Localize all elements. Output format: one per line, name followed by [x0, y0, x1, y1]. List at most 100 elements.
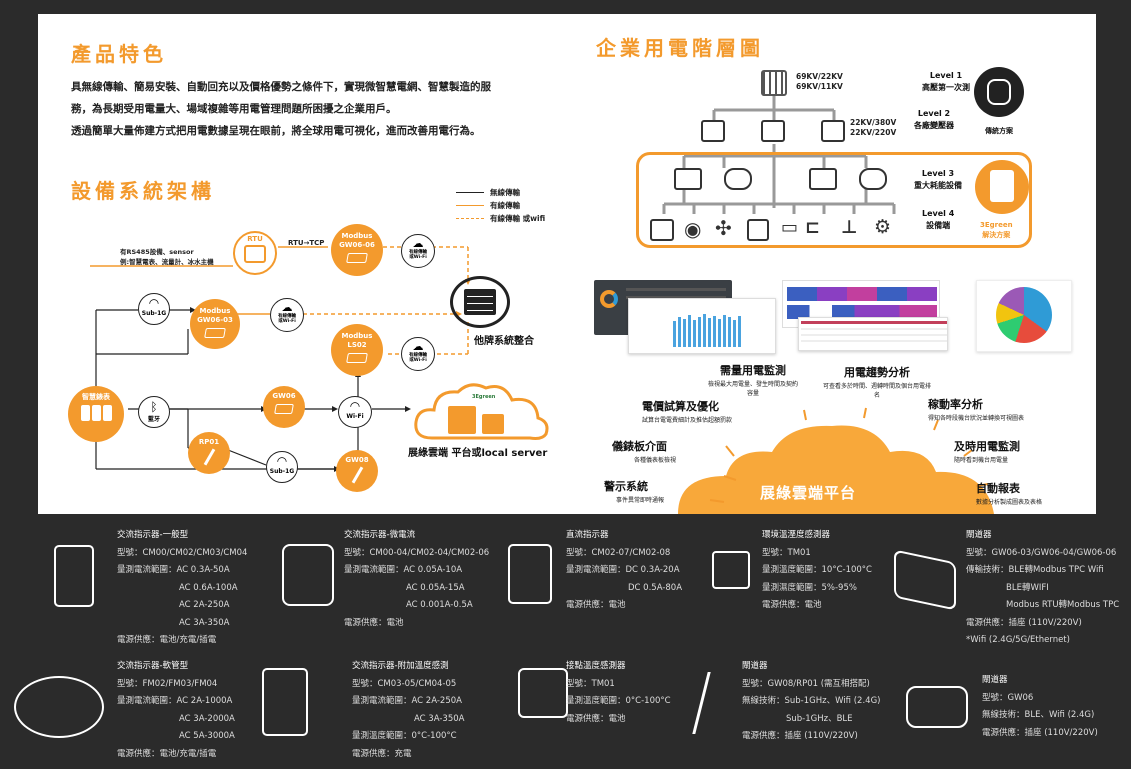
wifi-icon: ◠: [349, 399, 361, 413]
3egreen-sensor-icon: [975, 160, 1029, 214]
modbus-gw06-03-node: Modbus GW06-03: [190, 299, 240, 349]
spec-ac-flex: 交流指示器-軟管型 型號：FM02/FM03/FM04 量測電流範圍：AC 2A…: [117, 661, 235, 759]
gateway-icon: [894, 549, 956, 611]
building-icon: [482, 414, 504, 434]
rtu-node: RTU: [233, 231, 277, 275]
motor-icon: [650, 219, 674, 241]
gateway-device-icon: [346, 353, 368, 363]
feature-dashboard: 儀錶板介面 各種儀表板檢視: [612, 440, 677, 464]
transformer-icon: [821, 120, 845, 142]
features-text: 具無線傳輸、簡易安裝、自動回充以及價格優勢之條件下，實現微智慧電網、智慧製造的服…: [71, 76, 581, 142]
features-p3: 透過簡單大量佈建方式把用電數據呈現在眼前，將全球用電可視化，進而改善用電行為。: [71, 125, 481, 137]
modbus-ls02-node: Modbus LS02: [331, 324, 383, 376]
spec-gateway-gw08: 閘道器 型號：GW08/RP01 (需互相搭配) 無線技術：Sub-1GHz、W…: [742, 661, 881, 741]
level-3-label: Level 3 重大耗能設備: [914, 169, 962, 190]
clamp-sensor-icon: [68, 405, 124, 421]
wifi-icon: ◠: [276, 454, 288, 468]
transformer-icon: [761, 120, 785, 142]
demand-chart-screenshot: [628, 298, 776, 354]
voltage-level1: 69KV/22KV 69KV/11KV: [796, 72, 843, 91]
feature-alert: 警示系統 事件異常即時通報: [604, 480, 665, 504]
voltage-level2: 22KV/380V 22KV/220V: [850, 118, 897, 137]
traditional-meter-icon: [974, 67, 1024, 117]
washer-icon: [747, 219, 769, 241]
wifi-node: ◠ Wi-Fi: [338, 396, 372, 428]
gw06-node: GW06: [263, 386, 305, 428]
wired-wifi-node-2: ☁ 有線傳輸 或Wi-Fi: [270, 298, 304, 332]
clamp-temp-icon: [262, 668, 308, 736]
features-title: 產品特色: [71, 42, 167, 66]
spec-contact-temp: 接點溫度感測器 型號：TM01 量測溫度範圍：0°C-100°C 電源供應：電池: [566, 661, 671, 724]
feature-trend: 用電趨勢分析 可查看多於時間、週轉時間及個台用電排名: [822, 366, 931, 399]
rtu-tcp-label: RTU→TCP: [288, 239, 325, 247]
gateway-device-icon: [274, 404, 294, 414]
antenna-icon: [203, 448, 215, 466]
spec-ac-micro: 交流指示器-微電流 型號：CM00-04/CM02-04/CM02-06 量測電…: [344, 530, 490, 628]
wifi-icon: ◠: [148, 296, 160, 310]
feature-utilization: 稼動率分析 得知各時段機台狀況並轉換可視圖表: [928, 398, 1025, 422]
robot-arm-icon: ⚙: [874, 216, 892, 238]
monitor-icon: ▭: [781, 217, 799, 238]
main-panel: 產品特色 具無線傳輸、簡易安裝、自動回充以及價格優勢之條件下，實現微智慧電網、智…: [38, 14, 1096, 514]
spec-ac-temp: 交流指示器-附加溫度感測 型號：CM03-05/CM04-05 量測電流範圍：A…: [352, 661, 465, 759]
cloud-platform-title: 展綠雲端平台: [760, 484, 857, 502]
rp01-node: RP01: [188, 432, 230, 474]
hierarchy-lines: [662, 96, 896, 214]
clamp-meter-icon: [54, 545, 94, 607]
device-panel-icon: [674, 168, 702, 190]
features-p2: 務，為長期受用電量大、場域複雜等用電管理問題所困擾之企業用戶。: [71, 103, 397, 115]
antenna-icon: [351, 466, 363, 484]
feature-tariff: 電價試算及優化 試算台電電費細計及推估超額罰款: [642, 400, 733, 424]
clamp-meter-micro-icon: [282, 544, 334, 606]
gw06-gateway-icon: [906, 686, 968, 728]
device-panel-icon: [809, 168, 837, 190]
flex-coil-icon: [14, 676, 104, 738]
substation-icon: [761, 70, 787, 96]
cloud-rays: [709, 407, 989, 503]
gw08-node: GW08: [336, 450, 378, 492]
other-system-label: 他牌系統整合: [474, 336, 534, 347]
cloud-platform-icon: 3Egreen: [412, 380, 552, 442]
features-p1: 具無線傳輸、簡易安裝、自動回充以及價格優勢之條件下，實現微智慧電網、智慧製造的服: [71, 81, 491, 93]
level-4-label: Level 4 設備端: [922, 209, 955, 230]
building-icon: [448, 406, 476, 434]
sub1g-node: ◠ Sub-1G: [138, 293, 170, 325]
cloud-wifi-icon: ☁: [412, 340, 424, 353]
level-2-label: Level 2 各廠變壓器: [914, 109, 954, 130]
feature-realtime: 及時用電監測 隨時看到機台用電量: [954, 440, 1020, 464]
feature-report: 自動報表 數據分析製成圖表及表格: [976, 482, 1043, 506]
spec-dc: 直流指示器 型號：CM02-07/CM02-08 量測電流範圍：DC 0.3A-…: [566, 530, 683, 610]
legend-wired-or-wifi: 有線傳輸 或wifi: [456, 212, 545, 225]
brand-logo: 3Egreen: [472, 394, 496, 400]
cloud-wifi-icon: ☁: [281, 301, 293, 314]
feature-demand: 需量用電監測 檢視最大用電量、發生時間及契約容量: [708, 364, 799, 397]
legend-wireless: 無線傳輸: [456, 186, 545, 199]
temperature-sensor-icon: [712, 551, 750, 589]
architecture-title: 設備系統架構: [71, 179, 215, 203]
hierarchy-title: 企業用電階層圖: [596, 36, 764, 60]
wired-wifi-node-1: ☁ 有線傳輸 或Wi-Fi: [401, 234, 435, 268]
transformer-icon: [701, 120, 725, 142]
rs485-note: 有RS485設備、sensor 例:智慧電表、流量計、冰水主機: [120, 248, 214, 266]
bluetooth-node: ᛒ 藍牙: [138, 396, 170, 428]
legend-wired: 有線傳輸: [456, 199, 545, 212]
rtu-device-icon: [244, 245, 266, 263]
legend: 無線傳輸 有線傳輸 有線傳輸 或wifi: [456, 186, 545, 225]
bluetooth-icon: ᛒ: [150, 400, 158, 414]
dc-clamp-icon: [508, 544, 552, 604]
spec-gateway-gw06: 閘道器 型號：GW06 無線技術：BLE、Wifi (2.4G) 電源供應：插座…: [982, 675, 1098, 738]
cnc-machine-icon: ⊏: [805, 217, 821, 238]
cloud-platform-label: 展綠雲端 平台或local server: [408, 448, 548, 459]
spec-ac-general: 交流指示器-一般型 型號：CM00/CM02/CM03/CM04 量測電流範圍：…: [117, 530, 248, 645]
traditional-solution-label: 傳統方案: [985, 127, 1013, 135]
table-screenshot: [798, 317, 948, 351]
contact-temp-sensor-icon: [518, 668, 568, 718]
pie-chart-screenshot: [976, 280, 1072, 352]
3egreen-solution-label: 3Egreen 解決方案: [980, 221, 1013, 239]
wired-wifi-node-3: ☁ 有線傳輸 或Wi-Fi: [401, 337, 435, 371]
cloud-shape: [678, 425, 994, 514]
modbus-gw06-06-node: Modbus GW06-06: [331, 224, 383, 276]
sub1g-node-2: ◠ Sub-1G: [266, 451, 298, 483]
pump-icon: ◉: [684, 217, 702, 241]
compressor-icon: [724, 168, 752, 190]
